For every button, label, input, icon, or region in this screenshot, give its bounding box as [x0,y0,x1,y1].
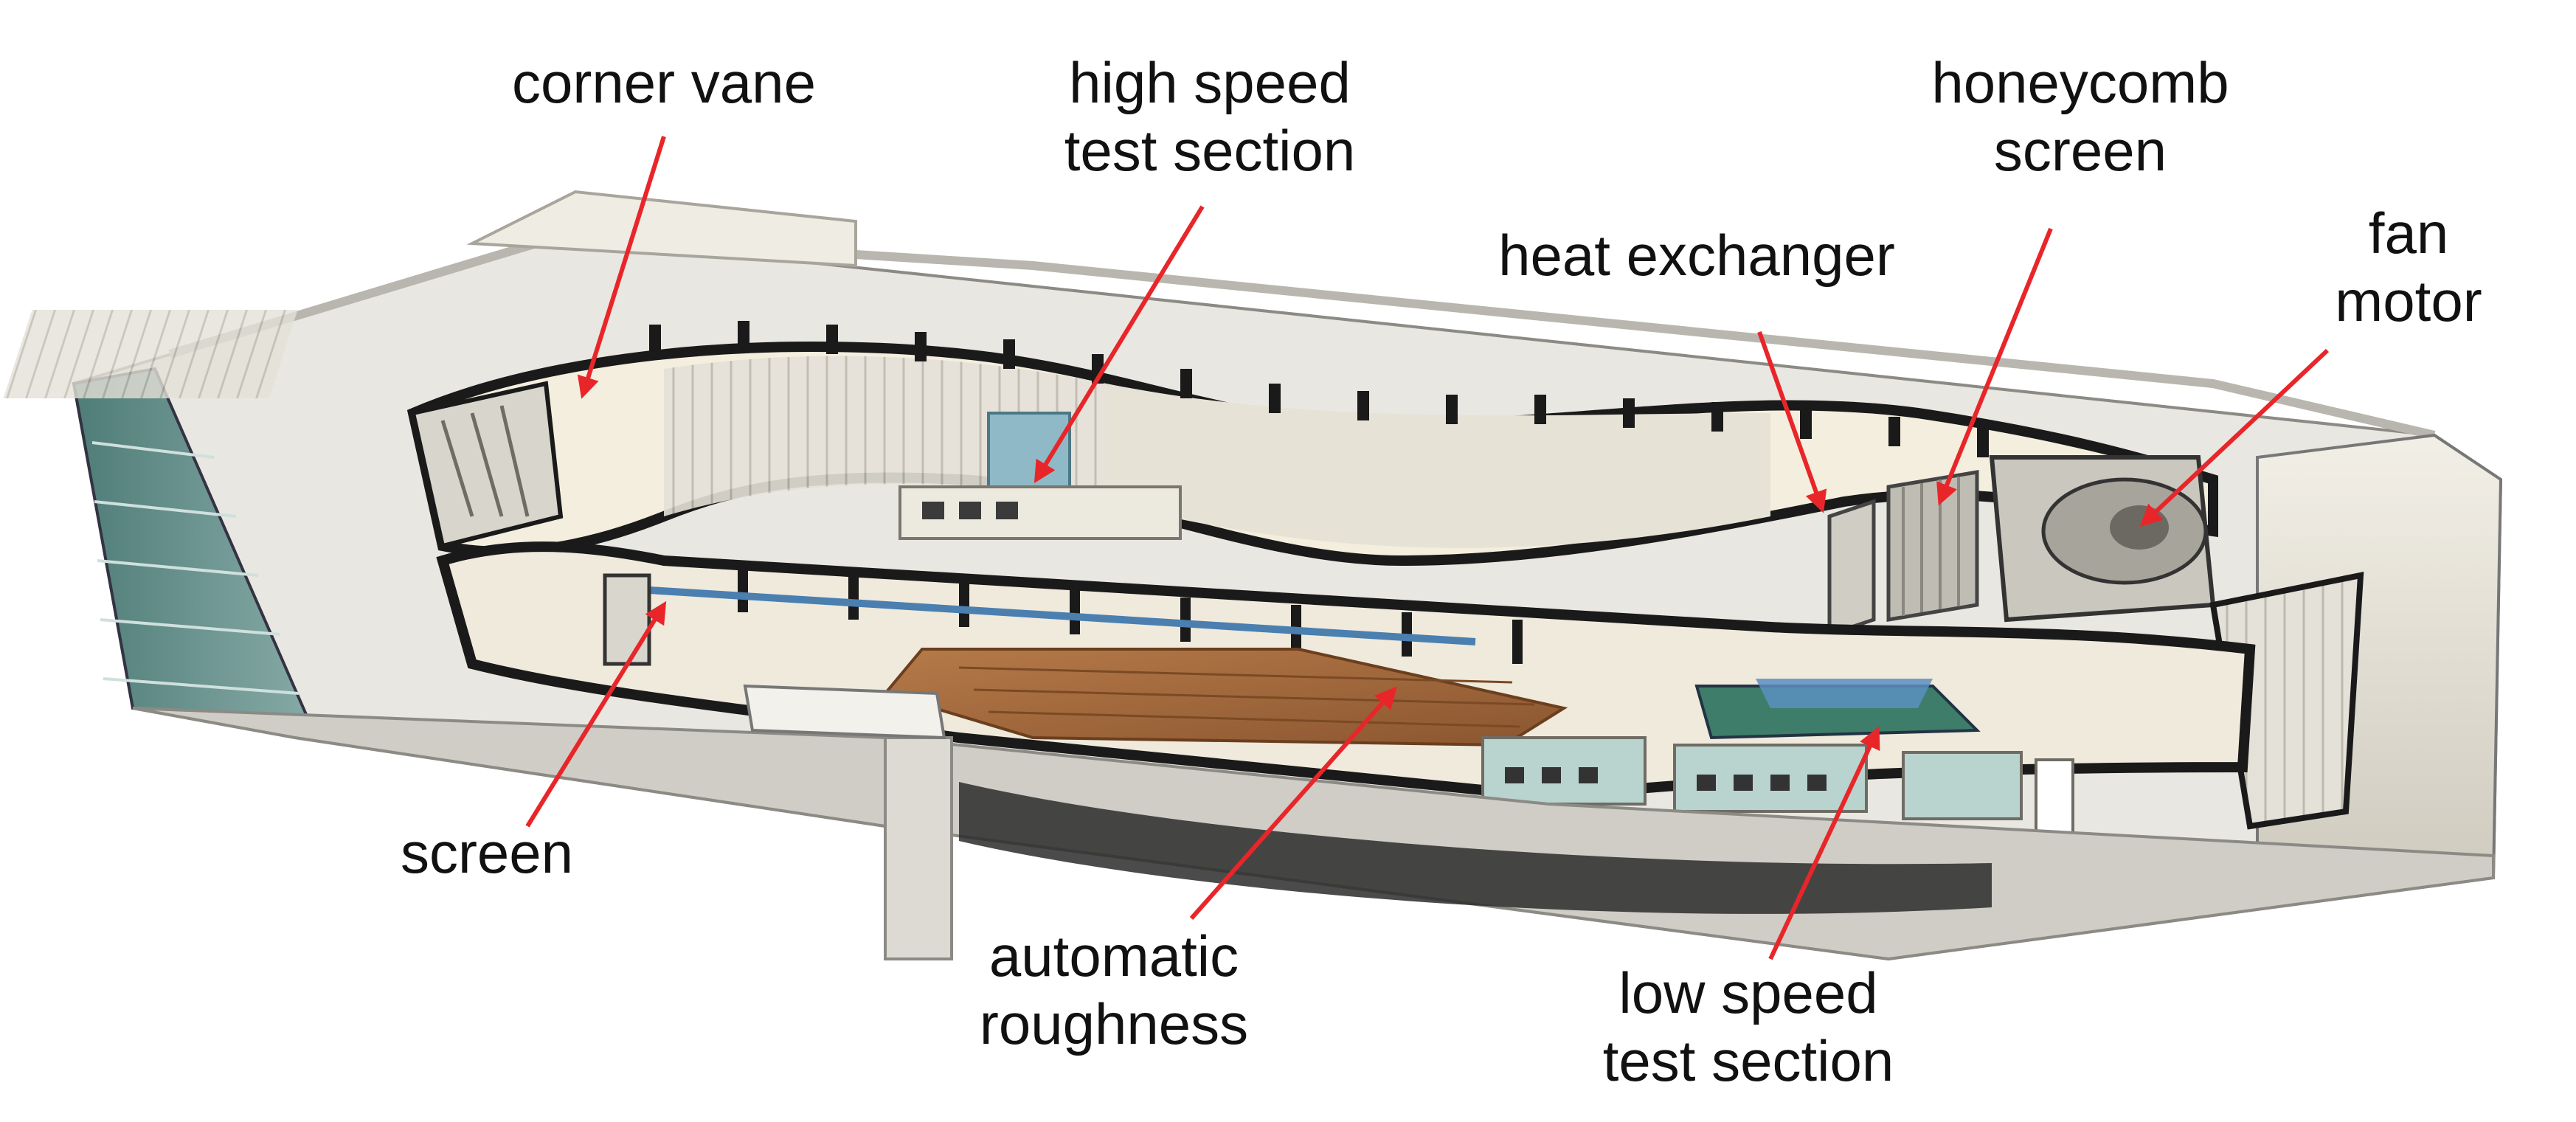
left-roof-grid [3,310,298,398]
label-automatic-line2: roughness [979,991,1249,1056]
roughness-elements [958,666,1535,728]
workstations-upper [922,502,1018,519]
arrow-corner-vane [577,136,666,399]
label-low-speed-line2: test section [1602,1028,1894,1093]
arrow-screen [525,600,667,828]
label-heat-exchanger: heat exchanger [1498,221,1895,289]
label-honeycomb-line2: screen [1993,118,2167,183]
stair-block [743,684,946,740]
basement-pillar [884,736,953,960]
upper-duct-backwall-right [1107,384,1770,548]
label-automatic-roughness: automatic roughness [980,922,1248,1058]
label-high-speed-test-section: high speed test section [1064,49,1356,184]
label-screen: screen [401,819,573,887]
arrow-automatic-roughness [1189,686,1397,920]
lower-screen-panel [603,573,651,666]
label-high-speed-line2: test section [1064,118,1356,183]
fan-hub [2110,505,2169,550]
arrow-heat-exchanger [1757,330,1827,513]
control-room-upper [899,485,1182,540]
label-corner-vane-text: corner vane [512,50,816,115]
honeycomb-screen-unit [1886,470,1979,622]
arrow-high-speed [1033,205,1205,484]
facade-mullions [91,441,300,695]
label-fan-motor: fan motor [2335,199,2482,335]
label-honeycomb-line1: honeycomb [1931,50,2229,115]
label-fan-line1: fan [2368,201,2449,266]
pointer-arrows [525,136,2330,960]
blue-overhead-rail [648,586,1476,645]
label-high-speed-line1: high speed [1069,50,1351,115]
arrow-fan-motor [2139,348,2330,527]
roof-beams [649,321,1989,457]
label-honeycomb-screen: honeycomb screen [1931,49,2229,184]
label-heat-exchanger-text: heat exchanger [1498,223,1895,288]
label-corner-vane: corner vane [512,49,816,117]
label-low-speed-test-section: low speed test section [1603,959,1894,1095]
roof-edge [168,231,2436,440]
label-screen-text: screen [400,820,574,885]
low-speed-traverse [1756,679,1933,708]
label-low-speed-line1: low speed [1618,960,1878,1025]
basement-duct [959,782,1992,914]
corner-vane-blades [440,405,530,517]
heat-exchanger-unit [1827,499,1876,637]
roof-upper-box [466,190,857,268]
workstations-lower [1505,767,1827,791]
arrow-low-speed [1768,726,1880,960]
label-fan-line2: motor [2335,269,2482,333]
arrow-honeycomb [1936,227,2053,506]
label-automatic-line1: automatic [988,924,1239,988]
